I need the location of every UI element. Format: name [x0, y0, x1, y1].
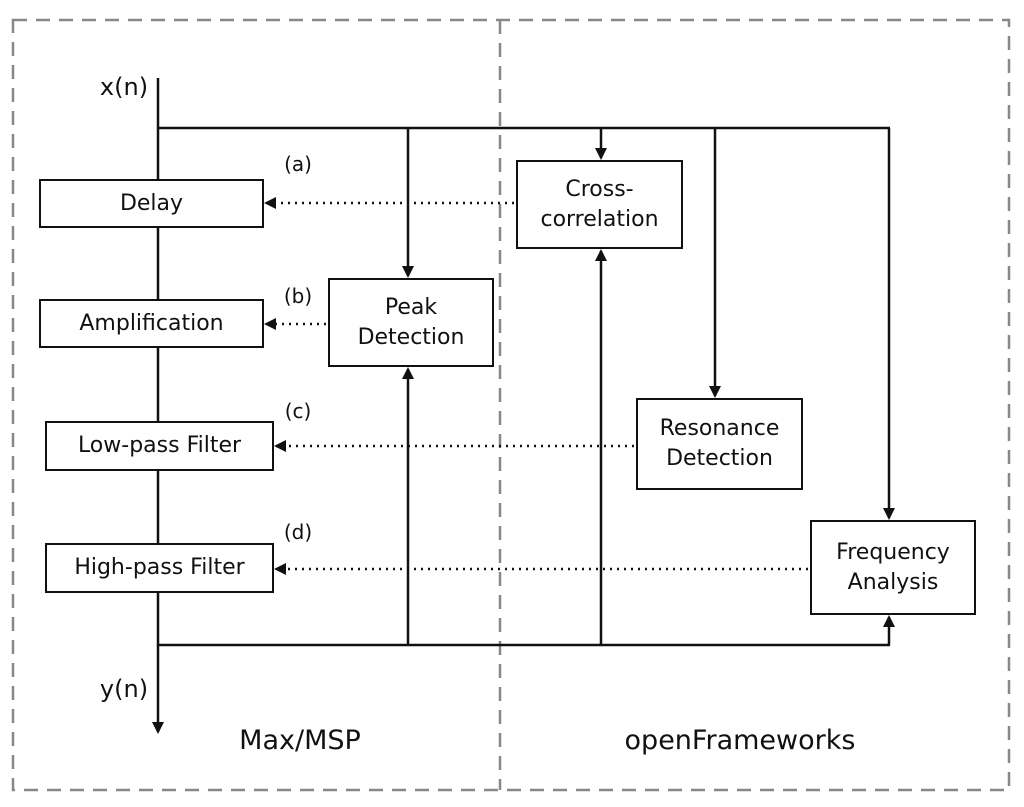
control-label-b: (b): [283, 284, 313, 308]
frequency-analysis-line1: Frequency: [836, 539, 950, 565]
resonance-detection-line1: Resonance: [659, 416, 780, 442]
region-label-openframeworks: openFrameworks: [624, 725, 856, 756]
frequency-analysis-block: Frequency Analysis: [810, 520, 976, 615]
input-signal-label: x(n): [99, 73, 149, 101]
control-label-a: (a): [284, 152, 312, 176]
outer-region-border: [11, 18, 1011, 792]
amplification-block: Amplification: [39, 299, 264, 348]
output-signal-label: y(n): [99, 675, 149, 703]
lowpass-filter-block: Low-pass Filter: [45, 421, 274, 471]
peak-detection-line2: Detection: [357, 324, 465, 350]
cross-correlation-line2: correlation: [540, 206, 659, 232]
control-label-d: (d): [283, 520, 313, 544]
peak-detection-block: Peak Detection: [328, 278, 494, 367]
cross-correlation-block: Cross- correlation: [516, 160, 683, 249]
cross-correlation-line1: Cross-: [565, 176, 634, 202]
peak-detection-line1: Peak: [384, 294, 438, 320]
resonance-detection-line2: Detection: [666, 446, 773, 471]
delay-block: Delay: [39, 179, 264, 228]
resonance-detection-block: Resonance Detection: [636, 398, 803, 490]
frequency-analysis-line2: Analysis: [847, 569, 939, 595]
control-label-c: (c): [284, 399, 312, 423]
region-label-maxmsp: Max/MSP: [239, 725, 361, 756]
highpass-filter-block: High-pass Filter: [45, 543, 274, 593]
